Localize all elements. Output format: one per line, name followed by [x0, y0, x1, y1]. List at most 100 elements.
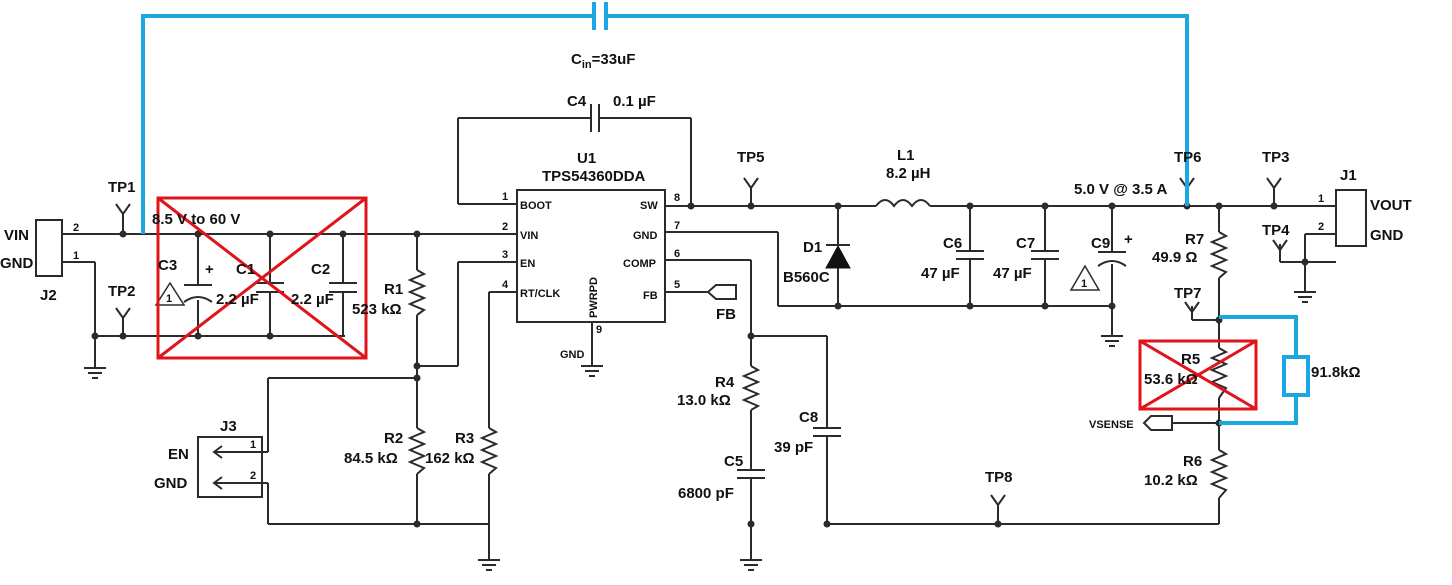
removed-input-caps-strike	[156, 196, 368, 360]
label-cin: Cin=33uF	[571, 51, 635, 71]
label-l1-value: 8.2 µH	[886, 165, 931, 182]
label-r2-value: 84.5 kΩ	[344, 450, 398, 467]
label-j3: J3	[220, 418, 237, 435]
ground-symbol	[740, 559, 762, 571]
label-r5: R5	[1181, 351, 1200, 368]
label-c2-value: 2.2 µF	[291, 291, 334, 308]
label-vout: VOUT	[1370, 197, 1412, 214]
label-r5-value: 53.6 kΩ	[1144, 371, 1198, 388]
resistor-r6	[1209, 449, 1229, 499]
label-c6: C6	[943, 235, 962, 252]
removed-r5-strike	[1138, 339, 1258, 411]
label-vin: VIN	[4, 227, 29, 244]
ic-pin-vin: VIN	[520, 230, 538, 242]
ic-pinnum-3: 3	[502, 249, 508, 261]
resistor-r5	[1209, 347, 1229, 399]
label-tp3: TP3	[1262, 149, 1290, 166]
label-r3: R3	[455, 430, 474, 447]
plus-c3: +	[205, 261, 214, 278]
ic-pinnum-5: 5	[674, 279, 680, 291]
capacitor-c3	[183, 284, 213, 303]
capacitor-c2	[329, 282, 357, 293]
pin-j3-2: 2	[250, 470, 256, 482]
warn-c3: 1	[166, 293, 172, 305]
ic-pin-pwrpd: PWRPD	[588, 277, 600, 318]
inductor-l1	[875, 199, 931, 208]
test-point-tp3	[1266, 177, 1282, 190]
label-r1: R1	[384, 281, 403, 298]
added-input-capacitor-wire	[141, 2, 1189, 234]
label-r6: R6	[1183, 453, 1202, 470]
ic-ref: U1	[577, 150, 596, 167]
capacitor-c7	[1031, 250, 1059, 260]
label-tp5: TP5	[737, 149, 765, 166]
label-c6-value: 47 µF	[921, 265, 960, 282]
test-point-tp1	[115, 203, 131, 216]
label-gnd-right: GND	[1370, 227, 1404, 244]
label-input-range: 8.5 V to 60 V	[152, 211, 240, 228]
ic-pin-comp: COMP	[623, 258, 656, 270]
label-c1-value: 2.2 µF	[216, 291, 259, 308]
warning-triangle-icon	[1069, 264, 1101, 291]
label-j1: J1	[1340, 167, 1357, 184]
diode-d1	[825, 244, 851, 269]
ic-pin-gnd: GND	[633, 230, 658, 242]
label-c7: C7	[1016, 235, 1035, 252]
net-tag-vsense	[1142, 415, 1173, 431]
capacitor-c9	[1097, 251, 1127, 267]
label-c2: C2	[311, 261, 330, 278]
ic-pin-boot: BOOT	[520, 200, 552, 212]
label-d1-part: B560C	[783, 269, 830, 286]
ground-symbol	[1101, 335, 1123, 347]
warning-triangle-icon	[154, 281, 186, 306]
pin-j2-1: 1	[73, 250, 79, 262]
plus-c9: +	[1124, 231, 1133, 248]
ic-pinnum-8: 8	[674, 192, 680, 204]
pin-j1-2: 2	[1318, 221, 1324, 233]
ic-pin-fb: FB	[643, 290, 658, 302]
label-tp7: TP7	[1174, 285, 1202, 302]
test-point-tp5	[743, 177, 759, 190]
label-c4-value: 0.1 µF	[613, 93, 656, 110]
label-d1: D1	[803, 239, 822, 256]
ground-symbol	[84, 367, 106, 379]
ground-symbol	[1294, 291, 1316, 303]
capacitor-c5	[737, 469, 765, 479]
label-vsense: VSENSE	[1089, 419, 1134, 431]
test-point-tp7	[1184, 301, 1200, 314]
ic-part: TPS54360DDA	[542, 168, 646, 185]
label-j2: J2	[40, 287, 57, 304]
ic-pin-rtclk: RT/CLK	[520, 288, 560, 300]
net-tag-fb	[706, 284, 737, 300]
label-c7-value: 47 µF	[993, 265, 1032, 282]
resistor-r3	[479, 427, 499, 475]
connector-j3	[197, 436, 263, 498]
label-r3-value: 162 kΩ	[425, 450, 475, 467]
ic-pin-en: EN	[520, 258, 535, 270]
label-r4: R4	[715, 374, 735, 391]
label-gnd-left: GND	[0, 255, 34, 272]
resistor-r4	[741, 365, 761, 411]
label-tp2: TP2	[108, 283, 136, 300]
connector-j2	[35, 219, 63, 277]
ic-pinnum-6: 6	[674, 248, 680, 260]
label-c5-value: 6800 pF	[678, 485, 734, 502]
label-c1: C1	[236, 261, 255, 278]
pin-j3-1: 1	[250, 439, 256, 451]
label-r2: R2	[384, 430, 403, 447]
label-r4-value: 13.0 kΩ	[677, 392, 731, 409]
capacitor-c6	[956, 250, 984, 260]
label-l1: L1	[897, 147, 915, 164]
capacitor-c8	[813, 427, 841, 437]
label-c3: C3	[158, 257, 177, 274]
ic-pinnum-7: 7	[674, 220, 680, 232]
pin-j1-1: 1	[1318, 193, 1324, 205]
ground-symbol	[478, 559, 500, 571]
label-r1-value: 523 kΩ	[352, 301, 402, 318]
label-tp6: TP6	[1174, 149, 1202, 166]
replacement-resistor-wire	[1219, 315, 1310, 425]
label-vout-spec: 5.0 V @ 3.5 A	[1074, 181, 1167, 198]
label-r5-replacement: 91.8kΩ	[1311, 364, 1361, 381]
label-c5: C5	[724, 453, 743, 470]
